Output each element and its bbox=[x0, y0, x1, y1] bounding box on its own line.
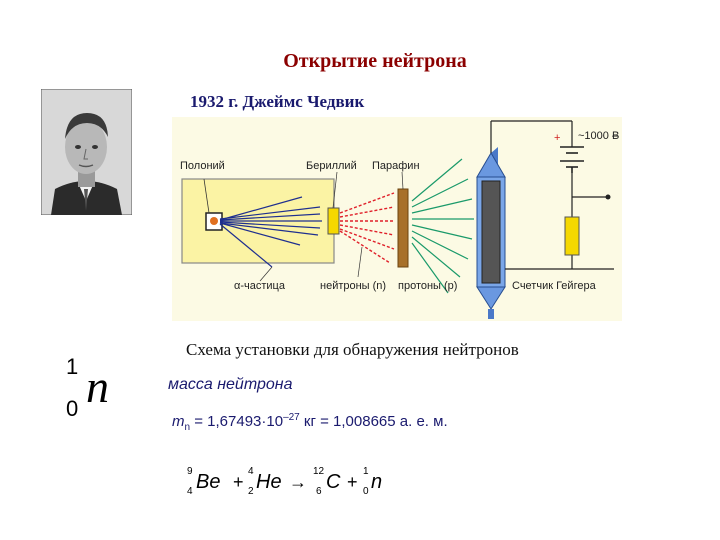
label-neutrons: нейтроны (n) bbox=[320, 280, 386, 292]
nuclide-symbol: n bbox=[86, 361, 109, 412]
label-plus: + bbox=[554, 132, 560, 144]
nuclide-mass-number: 1 bbox=[66, 354, 79, 379]
c-symbol: C bbox=[326, 471, 341, 493]
nuclide-atomic-number: 0 bbox=[66, 396, 79, 421]
reaction-arrow: → bbox=[289, 472, 307, 492]
alpha-rays bbox=[219, 196, 322, 268]
neutron-mass-label: масса нейтрона bbox=[168, 376, 293, 393]
neutron-detection-schematic: Полоний Бериллий Парафин α-частица нейтр… bbox=[172, 117, 622, 321]
c-mass-number: 12 bbox=[313, 466, 325, 477]
mass-exponent: –27 bbox=[283, 412, 300, 423]
mass-value: = 1,67493·10 bbox=[190, 413, 284, 430]
schematic-caption: Схема установки для обнаружения нейтроно… bbox=[186, 340, 519, 359]
he-mass-number: 4 bbox=[248, 466, 254, 477]
be-atomic-number: 4 bbox=[187, 486, 193, 497]
he-atomic-number: 2 bbox=[248, 486, 254, 497]
n-atomic-number: 0 bbox=[363, 486, 369, 497]
proton-rays bbox=[411, 158, 474, 294]
battery bbox=[560, 146, 584, 173]
mass-subscript: n bbox=[184, 422, 191, 433]
polonium-dot bbox=[210, 217, 218, 225]
label-alpha: α-частица bbox=[234, 280, 286, 292]
geiger-counter bbox=[476, 147, 506, 319]
neutron-mass-formula: mn = 1,67493·10–27 кг = 1,008665 а. е. м… bbox=[172, 412, 448, 433]
counter-circuit bbox=[490, 120, 614, 270]
neutron-nuclide-notation: 1 0 n bbox=[58, 348, 128, 428]
chadwick-portrait bbox=[41, 89, 132, 215]
paraffin-block bbox=[397, 188, 409, 268]
c-atomic-number: 6 bbox=[316, 486, 322, 497]
n-symbol: n bbox=[371, 471, 382, 493]
neutron-rays bbox=[339, 192, 395, 264]
n-mass-number: 1 bbox=[363, 466, 369, 477]
page-subtitle: 1932 г. Джеймс Чедвик bbox=[190, 92, 365, 111]
label-paraffin: Парафин bbox=[372, 160, 420, 172]
label-voltage: ~1000 В bbox=[578, 130, 619, 142]
label-counter: Счетчик Гейгера bbox=[512, 280, 597, 292]
be-mass-number: 9 bbox=[187, 466, 193, 477]
mass-symbol: m bbox=[172, 413, 185, 430]
plus-sign-2: + bbox=[347, 472, 358, 492]
label-polonium: Полоний bbox=[180, 160, 225, 172]
output-terminal bbox=[605, 194, 611, 200]
plus-sign-1: + bbox=[233, 472, 244, 492]
beryllium-target bbox=[327, 207, 340, 235]
mass-rest: кг = 1,008665 а. е. м. bbox=[299, 413, 448, 430]
page-title: Открытие нейтрона bbox=[283, 50, 467, 72]
be-symbol: Be bbox=[196, 471, 220, 493]
label-beryllium: Бериллий bbox=[306, 160, 357, 172]
label-minus: – bbox=[612, 130, 619, 142]
label-protons: протоны (p) bbox=[398, 280, 457, 292]
nuclear-reaction-equation: 9 4 Be + 4 2 He → 12 6 C + 1 0 n bbox=[187, 466, 382, 497]
resistor bbox=[564, 216, 580, 256]
he-symbol: He bbox=[256, 471, 282, 493]
